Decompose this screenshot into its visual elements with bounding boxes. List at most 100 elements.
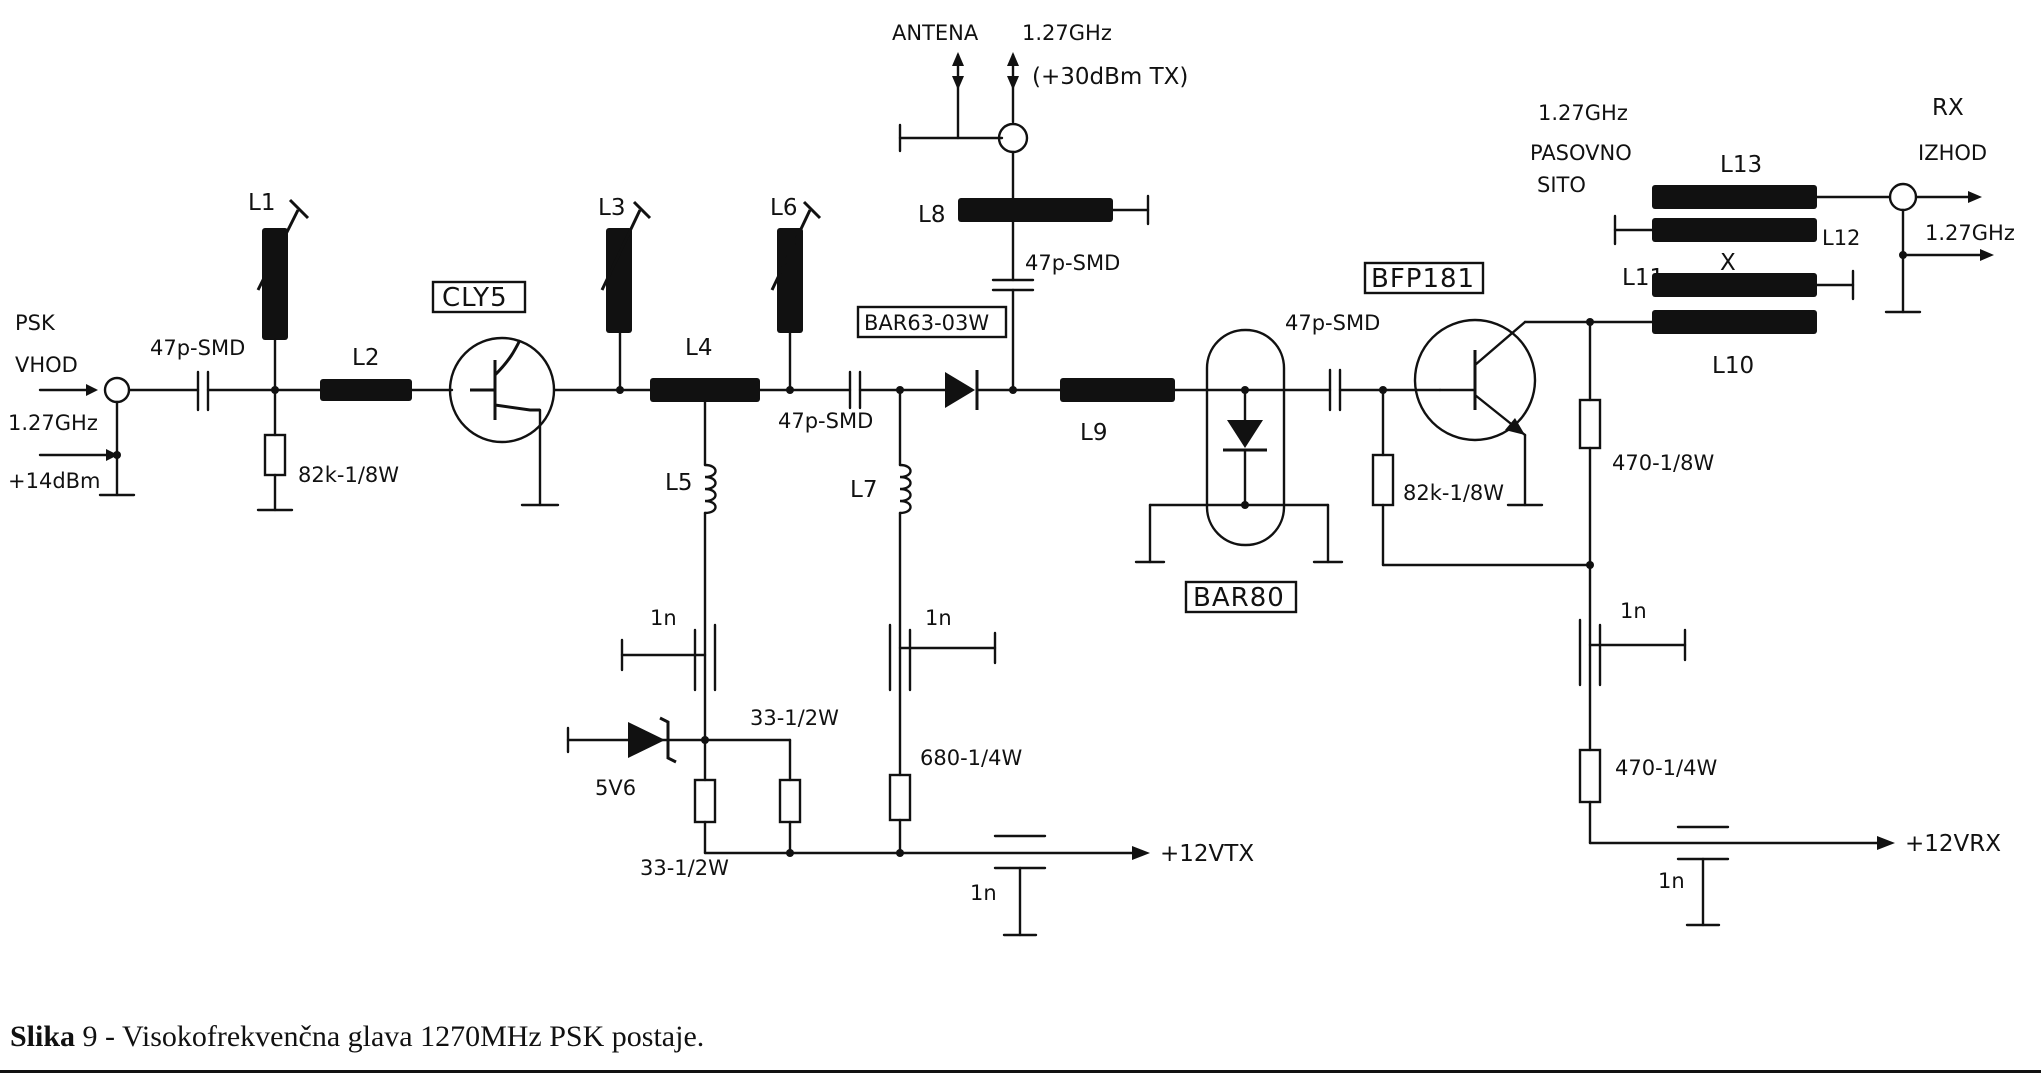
bfp181-transistor-circle	[1413, 318, 1537, 442]
r470b-label: 470-1/4W	[1615, 756, 1717, 780]
r33-top-label: 33-1/2W	[750, 706, 839, 730]
l4-label: L4	[685, 335, 712, 361]
r33-b-resistor	[778, 778, 802, 824]
c1n-c-label: 1n	[1620, 599, 1647, 623]
l6-tuning-tick	[802, 200, 822, 220]
l7-choke	[898, 463, 912, 515]
figure-caption: Slika 9 - Visokofrekvenčna glava 1270MHz…	[10, 1020, 704, 1054]
l13-inductor	[1652, 185, 1817, 209]
r1-label: 82k-1/8W	[298, 463, 399, 487]
zener-bar	[659, 716, 677, 764]
arrow-head	[1007, 76, 1019, 90]
bfp181-label: BFP181	[1371, 264, 1475, 294]
bfp181-emitter-arrow	[1505, 418, 1525, 435]
c1n-e-label: 1n	[1658, 869, 1685, 893]
output-arrow-head-2	[1980, 249, 1994, 261]
input-arrow-head	[86, 384, 98, 396]
filter-section: 1.27GHz PASOVNO SITO L13 L12 X L11 L10 R…	[1530, 95, 2015, 379]
rx-label: RX	[1932, 95, 1964, 121]
vrx-arrow-head	[1877, 836, 1895, 850]
izhod-label: IZHOD	[1918, 141, 1987, 165]
antenna-power-label: (+30dBm TX)	[1032, 64, 1188, 90]
caption-rule	[0, 1070, 2041, 1073]
node	[1009, 386, 1017, 394]
output-connector	[1888, 182, 1918, 212]
cly5-box	[431, 280, 527, 314]
c-bfp-label: 47p-SMD	[1285, 311, 1380, 335]
psk-label: PSK	[15, 311, 56, 335]
l10-inductor	[1652, 310, 1817, 334]
l4-inductor	[650, 378, 760, 402]
bar80-label: BAR80	[1193, 583, 1285, 613]
c-ant-label: 47p-SMD	[1025, 251, 1120, 275]
input-section: PSK VHOD 1.27GHz +14dBm 47p-SMD L1 82k-1…	[8, 190, 454, 512]
l1-tuning-tick	[288, 198, 310, 220]
l12-inductor	[1652, 218, 1817, 242]
l6-label: L6	[770, 195, 797, 221]
matching-section: L3 L4 L6 L5 1n 5V6 33-1/2W	[566, 195, 1147, 880]
l3-tuning-tick	[632, 200, 652, 220]
pasovno-label: PASOVNO	[1530, 141, 1632, 165]
cly5-section: CLY5	[431, 280, 652, 507]
node	[896, 849, 904, 857]
l8-label: L8	[918, 202, 945, 228]
c1n-d-label: 1n	[970, 881, 997, 905]
rx-switch-section: L9 BAR80	[1060, 328, 1344, 614]
cly5-transistor-circle	[448, 336, 556, 444]
r-bfp-label: 82k-1/8W	[1403, 481, 1504, 505]
c1n-a-label: 1n	[650, 606, 677, 630]
r680-resistor	[888, 773, 912, 822]
l6-tuning-arrow	[770, 209, 812, 291]
vhod-label: VHOD	[15, 353, 78, 377]
arrow-head	[952, 52, 964, 66]
r470a-resistor	[1578, 398, 1602, 450]
r33-a-resistor	[693, 778, 717, 824]
cly5-fet-symbol	[470, 339, 540, 420]
bfp181-collector	[1473, 320, 1527, 367]
bar80-box	[1184, 580, 1298, 614]
tx-switch-section: 47p-SMD BAR63-03W L7 1n 680-1/4W 1n +12V…	[778, 305, 1254, 937]
l9-label: L9	[1080, 420, 1107, 446]
vtx-label: +12VTX	[1160, 841, 1254, 867]
zener-label: 5V6	[595, 776, 636, 800]
bfp181-box	[1363, 261, 1485, 295]
input-capacitor-label: 47p-SMD	[150, 336, 245, 360]
l3-inductor	[606, 228, 632, 333]
input-power-label: +14dBm	[8, 469, 101, 493]
l1-inductor	[262, 228, 288, 340]
c-mid-label: 47p-SMD	[778, 409, 873, 433]
bar63-label: BAR63-03W	[864, 311, 989, 335]
bar80-package	[1205, 328, 1286, 547]
antenna-frequency-label: 1.27GHz	[1022, 21, 1112, 45]
cly5-label: CLY5	[442, 283, 508, 313]
arrow-head	[952, 76, 964, 90]
power-arrow-head	[106, 449, 118, 461]
r1-resistor	[263, 433, 287, 477]
r-bfp-resistor	[1371, 453, 1395, 507]
caption-dash: -	[105, 1020, 116, 1053]
x-mark: X	[1720, 250, 1736, 276]
output-arrow-head	[1968, 191, 1982, 203]
l6-inductor	[777, 228, 803, 333]
input-connector	[103, 376, 131, 404]
rf-head-schematic: PSK VHOD 1.27GHz +14dBm 47p-SMD L1 82k-1…	[8, 21, 2015, 937]
zener-diode	[628, 722, 665, 758]
antena-label: ANTENA	[892, 21, 979, 45]
c1n-b-label: 1n	[925, 606, 952, 630]
bar63-diode	[945, 372, 975, 408]
l1-label: L1	[248, 190, 275, 216]
l10-label: L10	[1712, 353, 1754, 379]
r470b-resistor	[1578, 748, 1602, 804]
l8-inductor	[958, 198, 1113, 222]
bar80-diode	[1227, 420, 1263, 448]
antenna-section: ANTENA 1.27GHz (+30dBm TX) L8 47p-SMD	[892, 21, 1188, 394]
r680-label: 680-1/4W	[920, 746, 1022, 770]
l5-choke	[703, 463, 717, 515]
bar63-box	[856, 305, 1008, 339]
l2-inductor	[320, 379, 412, 401]
l2-label: L2	[352, 345, 379, 371]
r33-bottom-label: 33-1/2W	[640, 856, 729, 880]
caption-text: Visokofrekvenčna glava 1270MHz PSK posta…	[122, 1020, 705, 1053]
lna-section: 47p-SMD BFP181 82k-1/8W 470-1/8W 1n	[1285, 261, 2001, 927]
caption-number: 9	[82, 1020, 98, 1053]
